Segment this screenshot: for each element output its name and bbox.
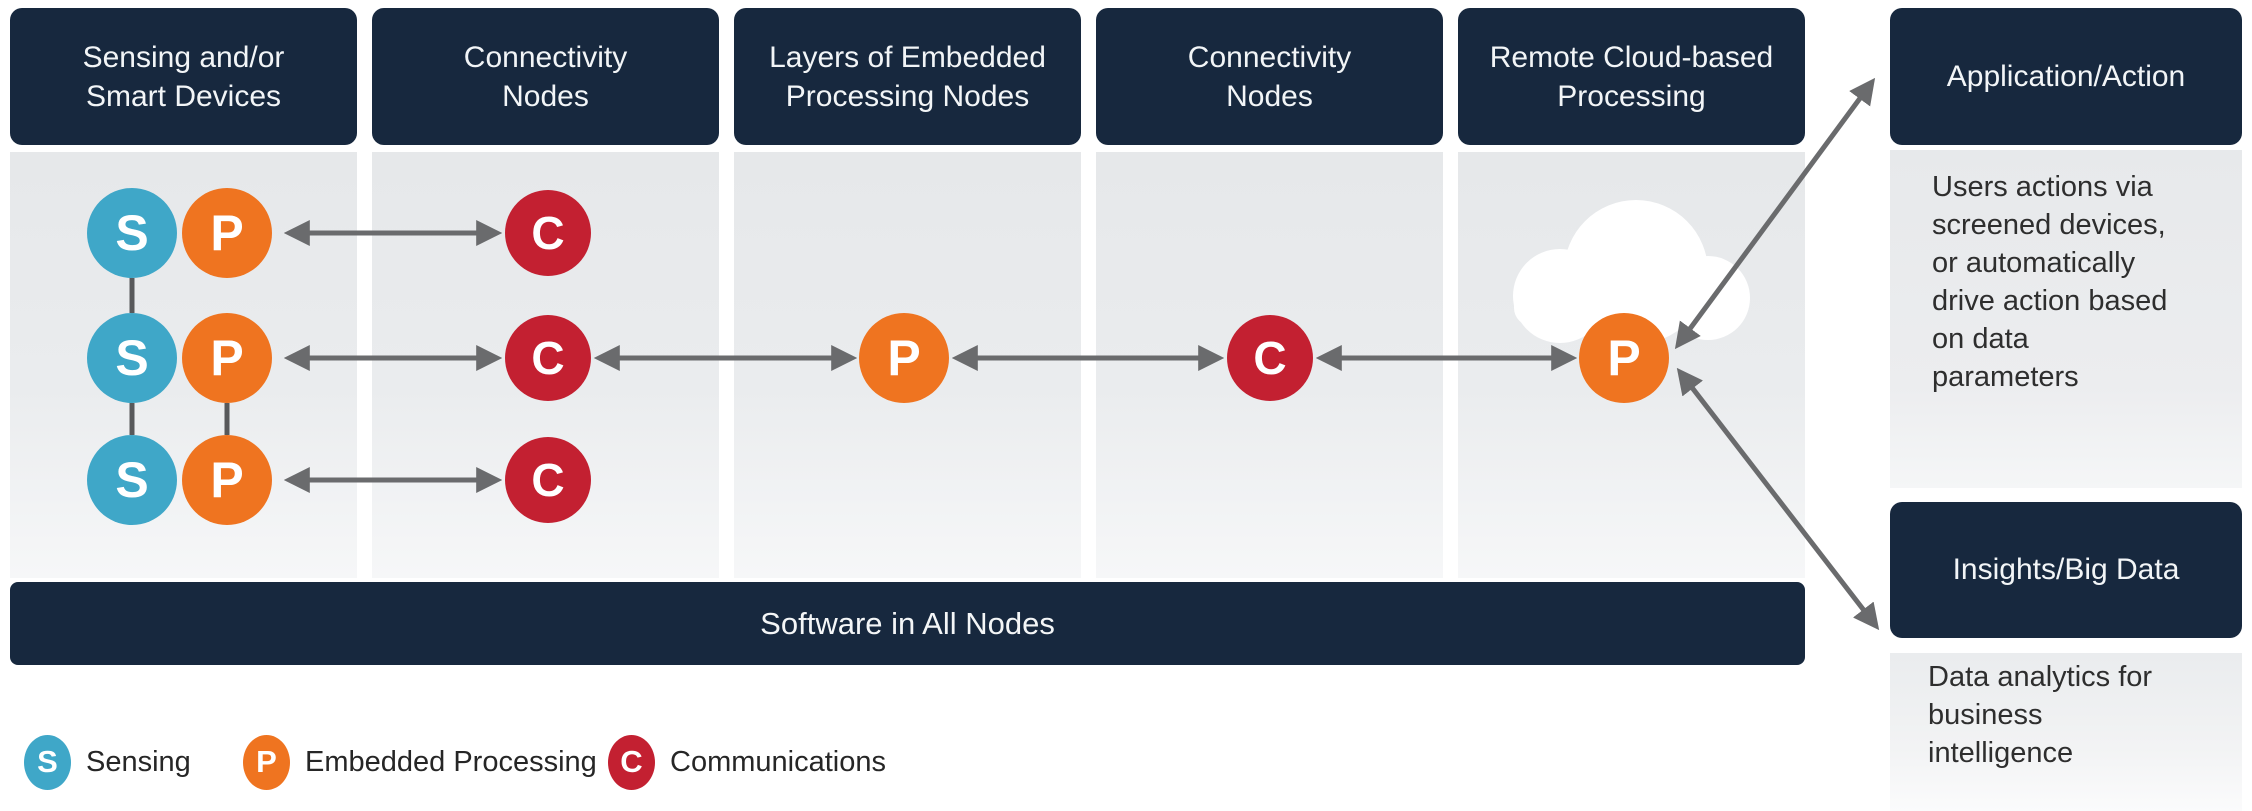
legend-label-sensing: Sensing	[86, 745, 191, 778]
header-sensing-devices: Sensing and/or Smart Devices	[10, 8, 357, 145]
node-sensing-1: S	[87, 188, 177, 278]
communications-icon: C	[608, 734, 655, 790]
legend-item-communications: C Communications	[608, 734, 886, 790]
processing-icon: P	[243, 734, 290, 790]
sensing-icon: S	[24, 734, 71, 790]
node-sensing-3: S	[87, 435, 177, 525]
application-action-panel	[1890, 150, 2242, 488]
application-action-description: Users actions via screened devices, or a…	[1932, 171, 2168, 393]
legend-item-sensing: S Sensing	[24, 734, 191, 790]
header-connectivity-1: Connectivity Nodes	[372, 8, 719, 145]
node-processing-mid: P	[859, 313, 949, 403]
node-processing-cloud: P	[1579, 313, 1669, 403]
header-application-action: Application/Action	[1890, 8, 2242, 145]
node-processing-1: P	[182, 188, 272, 278]
legend-label-embedded-processing: Embedded Processing	[305, 745, 597, 778]
header-insights-big-data: Insights/Big Data	[1890, 502, 2242, 638]
header-remote-cloud: Remote Cloud-based Processing	[1458, 8, 1805, 145]
insights-big-data-description: Data analytics for business intelligence	[1928, 661, 2153, 769]
node-processing-3: P	[182, 435, 272, 525]
node-processing-2: P	[182, 313, 272, 403]
insights-big-data-panel	[1890, 653, 2242, 811]
node-communications-4: C	[1227, 315, 1313, 401]
software-banner: Software in All Nodes	[10, 582, 1805, 665]
node-communications-3: C	[505, 437, 591, 523]
legend-label-communications: Communications	[670, 745, 886, 778]
header-embedded-processing: Layers of Embedded Processing Nodes	[734, 8, 1081, 145]
legend-item-embedded-processing: P Embedded Processing	[243, 734, 597, 790]
header-connectivity-2: Connectivity Nodes	[1096, 8, 1443, 145]
node-communications-1: C	[505, 190, 591, 276]
node-communications-2: C	[505, 315, 591, 401]
node-sensing-2: S	[87, 313, 177, 403]
software-banner-label: Software in All Nodes	[760, 605, 1055, 641]
